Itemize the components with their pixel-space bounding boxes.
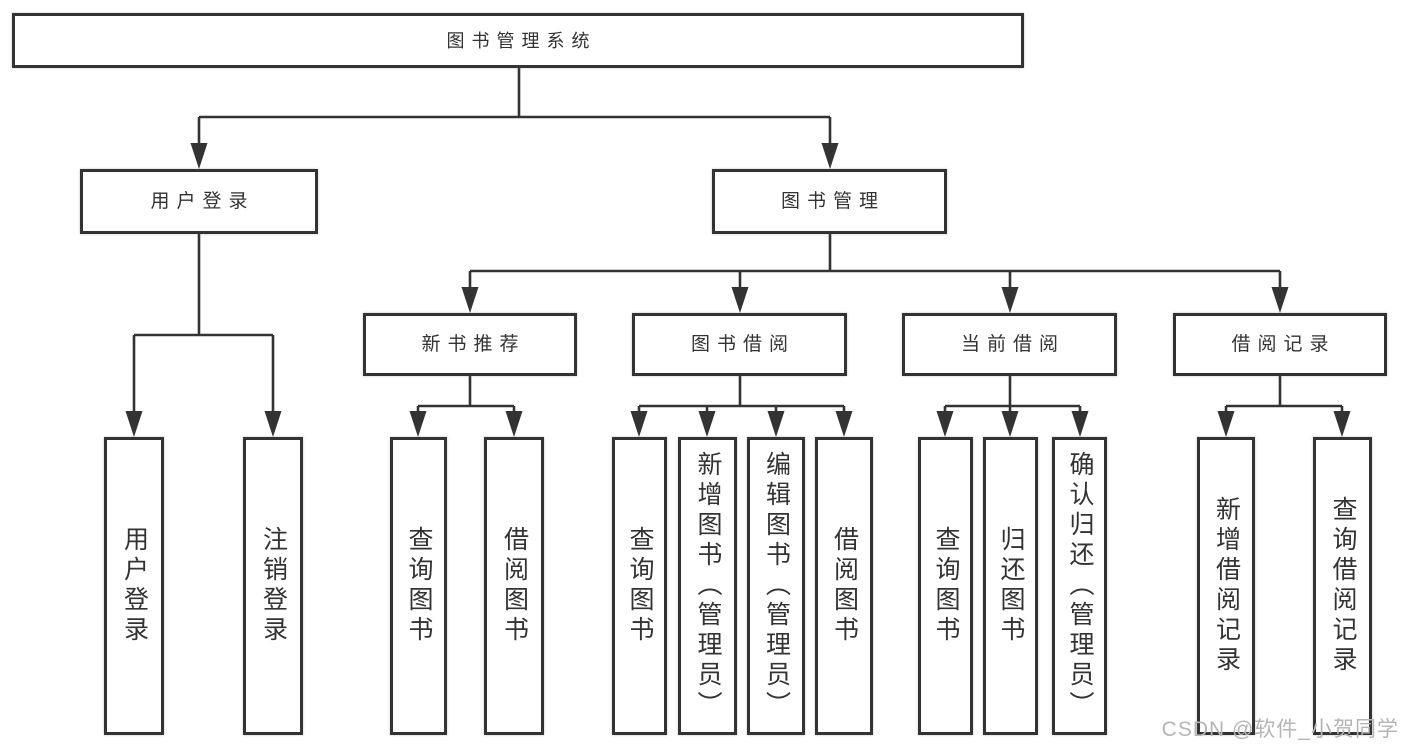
arrowhead-icon — [264, 411, 282, 437]
connector-records-children — [1217, 376, 1351, 437]
connector-path — [637, 376, 846, 413]
leaf-add-book-admin: 新增图书（管理员） — [678, 437, 737, 735]
arrowhead-icon — [821, 143, 839, 169]
leaf-query-borrow-record-label: 查询借阅记录 — [1329, 496, 1357, 676]
node-new-book-recommend: 新书推荐 — [363, 313, 577, 376]
node-current-borrow: 当前借阅 — [902, 313, 1117, 376]
connector-recommend-children — [409, 376, 523, 437]
arrowhead-icon — [698, 411, 716, 437]
arrowhead-icon — [630, 411, 648, 437]
leaf-query-books-current-label: 查询图书 — [932, 526, 960, 646]
node-book-management: 图书管理 — [712, 169, 947, 234]
node-new-book-recommend-label: 新书推荐 — [421, 334, 526, 355]
leaf-borrow-books-recommend-label: 借阅图书 — [500, 526, 529, 646]
connector-book-management-sections — [461, 233, 1289, 313]
leaf-query-books-current: 查询图书 — [918, 437, 973, 735]
connector-path — [132, 234, 275, 413]
leaf-user-login: 用户登录 — [104, 437, 164, 735]
arrowhead-icon — [731, 287, 749, 313]
leaf-edit-book-admin: 编辑图书（管理员） — [747, 437, 805, 735]
csdn-watermark: CSDN @软件_小贺同学 — [1161, 718, 1399, 741]
arrowhead-icon — [461, 287, 479, 313]
node-root-system-label: 图书管理系统 — [446, 30, 597, 51]
arrowhead-icon — [1271, 287, 1289, 313]
connector-borrow-children — [630, 376, 853, 437]
leaf-add-book-admin-label: 新增图书（管理员） — [694, 451, 722, 721]
connector-path — [197, 68, 832, 146]
leaf-add-borrow-record-label: 新增借阅记录 — [1212, 496, 1241, 676]
connector-path — [1224, 376, 1344, 413]
node-book-borrow: 图书借阅 — [632, 313, 847, 376]
leaf-confirm-return-admin-label: 确认归还（管理员） — [1066, 451, 1094, 721]
node-borrow-records-label: 借阅记录 — [1231, 334, 1336, 355]
arrowhead-icon — [409, 411, 427, 437]
connector-current-children — [936, 376, 1089, 437]
arrowhead-icon — [835, 411, 853, 437]
node-borrow-records: 借阅记录 — [1173, 313, 1387, 376]
connector-path — [943, 376, 1082, 413]
arrowhead-icon — [1001, 287, 1019, 313]
node-user-login: 用户登录 — [80, 169, 318, 234]
leaf-edit-book-admin-label: 编辑图书（管理员） — [762, 451, 791, 721]
leaf-query-borrow-record: 查询借阅记录 — [1313, 437, 1372, 735]
node-root-system: 图书管理系统 — [12, 13, 1024, 68]
leaf-add-borrow-record: 新增借阅记录 — [1197, 437, 1255, 735]
node-current-borrow-label: 当前借阅 — [960, 334, 1065, 355]
node-book-management-label: 图书管理 — [780, 191, 885, 212]
leaf-user-login-label: 用户登录 — [120, 526, 149, 646]
leaf-borrow-books-recommend: 借阅图书 — [484, 437, 544, 735]
leaf-return-book-label: 归还图书 — [997, 526, 1025, 646]
leaf-logout-label: 注销登录 — [259, 526, 288, 646]
leaf-return-book: 归还图书 — [983, 437, 1038, 735]
connector-user-login-children — [125, 234, 282, 437]
arrowhead-icon — [125, 411, 143, 437]
leaf-borrow-books-borrow-label: 借阅图书 — [830, 526, 859, 646]
arrowhead-icon — [1333, 411, 1351, 437]
connector-path — [468, 233, 1282, 289]
arrowhead-icon — [1217, 411, 1235, 437]
arrowhead-icon — [190, 143, 208, 169]
node-user-login-label: 用户登录 — [150, 191, 255, 212]
arrowhead-icon — [505, 411, 523, 437]
leaf-query-books-recommend: 查询图书 — [390, 437, 447, 735]
connector-root-to-level1 — [190, 68, 839, 169]
arrowhead-icon — [936, 411, 954, 437]
leaf-query-books-borrow-label: 查询图书 — [626, 526, 654, 646]
leaf-logout: 注销登录 — [243, 437, 303, 735]
connector-path — [416, 376, 516, 413]
arrowhead-icon — [1071, 411, 1089, 437]
arrowhead-icon — [767, 411, 785, 437]
arrowhead-icon — [1001, 411, 1019, 437]
node-book-borrow-label: 图书借阅 — [690, 334, 795, 355]
leaf-query-books-borrow: 查询图书 — [612, 437, 667, 735]
leaf-borrow-books-borrow: 借阅图书 — [815, 437, 873, 735]
leaf-query-books-recommend-label: 查询图书 — [405, 526, 433, 646]
leaf-confirm-return-admin: 确认归还（管理员） — [1052, 437, 1107, 735]
